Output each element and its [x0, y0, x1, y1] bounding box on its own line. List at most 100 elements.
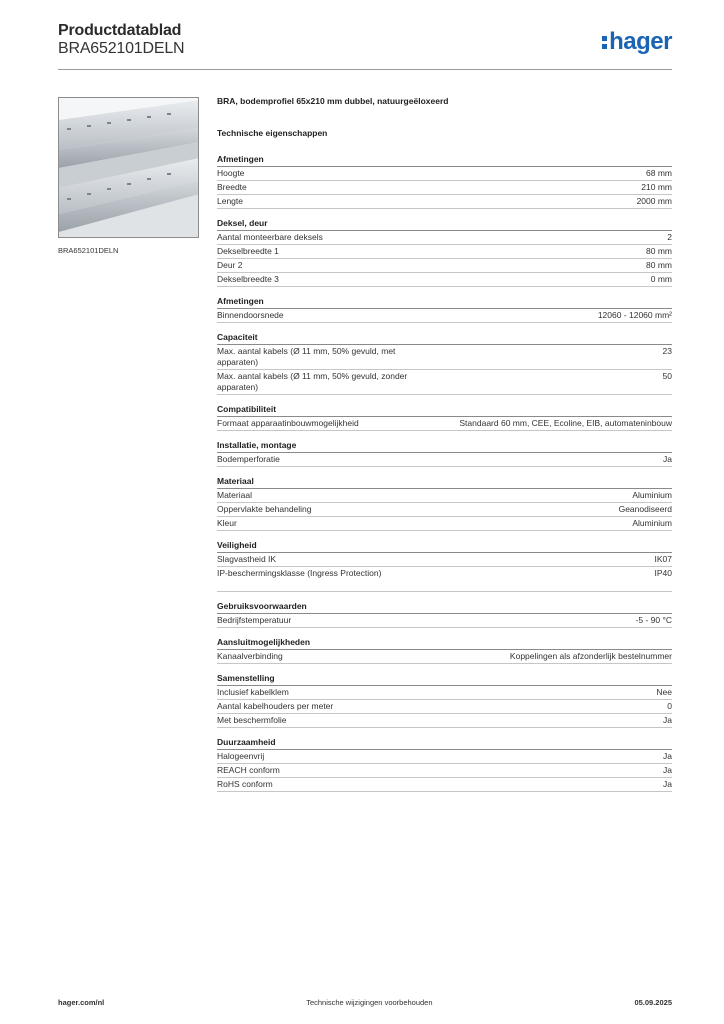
section-title: Afmetingen	[217, 154, 672, 167]
logo-text: hager	[609, 28, 672, 55]
section-title: Gebruiksvoorwaarden	[217, 601, 672, 614]
spec-value: 80 mm	[646, 260, 672, 270]
page-footer: hager.com/nl Technische wijzigingen voor…	[58, 998, 672, 1007]
spec-value: Ja	[663, 779, 672, 789]
spec-row: Inclusief kabelklem Nee	[217, 686, 672, 700]
spec-label: Dekselbreedte 1	[217, 246, 279, 256]
spec-label: REACH conform	[217, 765, 280, 775]
product-code: BRA652101DELN	[58, 40, 185, 57]
footer-date: 05.09.2025	[634, 998, 672, 1007]
spec-label: Kleur	[217, 518, 237, 528]
footer-website: hager.com/nl	[58, 998, 105, 1007]
spec-row: Oppervlakte behandeling Geanodiseerd	[217, 503, 672, 517]
spec-row: REACH conform Ja	[217, 764, 672, 778]
spec-label: Bodemperforatie	[217, 454, 280, 464]
spec-row: RoHS conform Ja	[217, 778, 672, 792]
spec-label: Formaat apparaatinbouwmogelijkheid	[217, 418, 359, 428]
spec-value: Nee	[656, 687, 672, 697]
spec-value: IK07	[654, 554, 673, 564]
spec-row: Max. aantal kabels (Ø 11 mm, 50% gevuld,…	[217, 345, 672, 370]
spec-label: Kanaalverbinding	[217, 651, 283, 661]
footer-notice: Technische wijzigingen voorbehouden	[306, 998, 433, 1007]
section-title: Samenstelling	[217, 673, 672, 686]
spec-row: IP-beschermingsklasse (Ingress Protectio…	[217, 567, 672, 592]
spec-label: Oppervlakte behandeling	[217, 504, 312, 514]
spec-label: Breedte	[217, 182, 247, 192]
image-caption: BRA652101DELN	[58, 246, 119, 255]
spec-label: Deur 2	[217, 260, 243, 270]
spec-label: RoHS conform	[217, 779, 273, 789]
spec-row: Bedrijfstemperatuur -5 - 90 °C	[217, 614, 672, 628]
spec-label: Hoogte	[217, 168, 245, 178]
spec-row: Materiaal Aluminium	[217, 489, 672, 503]
section-title: Compatibiliteit	[217, 404, 672, 417]
spec-value: 2000 mm	[636, 196, 672, 206]
cable-duct-image	[59, 98, 198, 237]
spec-content: BRA, bodemprofiel 65x210 mm dubbel, natu…	[217, 96, 672, 801]
spec-value: Ja	[663, 765, 672, 775]
section-title: Duurzaamheid	[217, 737, 672, 750]
spec-label: Dekselbreedte 3	[217, 274, 279, 284]
spec-label: Max. aantal kabels (Ø 11 mm, 50% gevuld,…	[217, 346, 396, 367]
product-description: BRA, bodemprofiel 65x210 mm dubbel, natu…	[217, 96, 449, 106]
spec-value: Ja	[663, 454, 672, 464]
spec-value: Ja	[663, 751, 672, 761]
spec-value: Geanodiseerd	[618, 504, 672, 514]
spec-row: Met beschermfolie Ja	[217, 714, 672, 728]
spec-value: 68 mm	[646, 168, 672, 178]
spec-label: Max. aantal kabels (Ø 11 mm, 50% gevuld,…	[217, 371, 408, 392]
spec-value: Ja	[663, 715, 672, 725]
spec-value: 80 mm	[646, 246, 672, 256]
spec-value: -5 - 90 °C	[635, 615, 672, 625]
logo-dots-icon	[602, 35, 608, 49]
spec-row: Deur 2 80 mm	[217, 259, 672, 273]
product-image	[58, 97, 199, 238]
spec-label: Met beschermfolie	[217, 715, 287, 725]
spec-value: Aluminium	[632, 518, 672, 528]
hager-logo: hager	[602, 28, 672, 56]
spec-label: Bedrijfstemperatuur	[217, 615, 292, 625]
spec-row: Max. aantal kabels (Ø 11 mm, 50% gevuld,…	[217, 370, 672, 395]
spec-value: 2	[667, 232, 672, 242]
section-title: Veiligheid	[217, 540, 672, 553]
spec-label: Aantal monteerbare deksels	[217, 232, 323, 242]
spec-label: Inclusief kabelklem	[217, 687, 289, 697]
spec-value: IP40	[654, 568, 673, 578]
spec-value: Standaard 60 mm, CEE, Ecoline, EIB, auto…	[459, 418, 672, 428]
spec-value: Aluminium	[632, 490, 672, 500]
spec-row: Hoogte 68 mm	[217, 167, 672, 181]
spec-value: Koppelingen als afzonderlijk bestelnumme…	[509, 651, 672, 661]
spec-label: Materiaal	[217, 490, 252, 500]
section-title: Afmetingen	[217, 296, 672, 309]
spec-value: 23	[662, 346, 672, 356]
spec-row: Kleur Aluminium	[217, 517, 672, 531]
page-header: Productdatablad BRA652101DELN hager	[58, 22, 672, 70]
page-title: Productdatablad	[58, 22, 182, 39]
spec-label: Binnendoorsnede	[217, 310, 284, 320]
spec-value: 210 mm	[641, 182, 672, 192]
section-title: Installatie, montage	[217, 440, 672, 453]
spec-row: Breedte 210 mm	[217, 181, 672, 195]
spec-row: Formaat apparaatinbouwmogelijkheid Standa…	[217, 417, 672, 431]
spec-label: Halogeenvrij	[217, 751, 265, 761]
section-title: Materiaal	[217, 476, 672, 489]
section-title: Deksel, deur	[217, 218, 672, 231]
spec-value: 50	[662, 371, 672, 381]
